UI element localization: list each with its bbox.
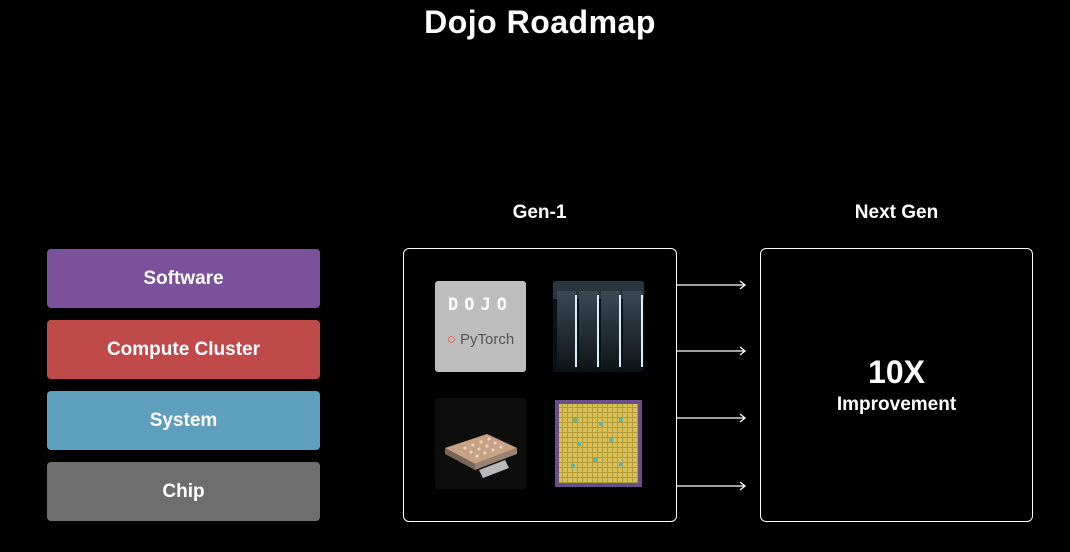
arrow-right-icon (677, 481, 747, 491)
stack-chip: Chip (47, 462, 320, 521)
gen1-box (403, 248, 677, 522)
pytorch-flame-icon: ○ (446, 331, 456, 348)
d1-chip-icon (553, 398, 644, 489)
dojo-pytorch-logo-icon: DOJO ○ PyTorch (435, 281, 526, 372)
server-cabinets-graphic (553, 281, 644, 372)
gen1-label: Gen-1 (512, 202, 567, 223)
training-tile-graphic (435, 398, 526, 489)
improvement-label: Improvement (836, 394, 957, 415)
pytorch-logo: ○ PyTorch (435, 331, 526, 348)
stack-compute-cluster: Compute Cluster (47, 320, 320, 379)
page-title: Dojo Roadmap (424, 4, 656, 40)
pytorch-text: PyTorch (460, 331, 515, 348)
training-tile-icon (435, 398, 526, 489)
arrow-right-icon (677, 346, 747, 356)
arrow-right-icon (677, 280, 747, 290)
stack-software: Software (47, 249, 320, 308)
server-cabinets-icon (553, 281, 644, 372)
dojo-logo-text: DOJO (448, 295, 513, 315)
next-gen-label: Next Gen (854, 202, 939, 223)
next-gen-box (760, 248, 1033, 522)
improvement-value: 10X (868, 354, 925, 390)
arrow-right-icon (677, 413, 747, 423)
stack-system: System (47, 391, 320, 450)
d1-chip-graphic (555, 400, 642, 487)
